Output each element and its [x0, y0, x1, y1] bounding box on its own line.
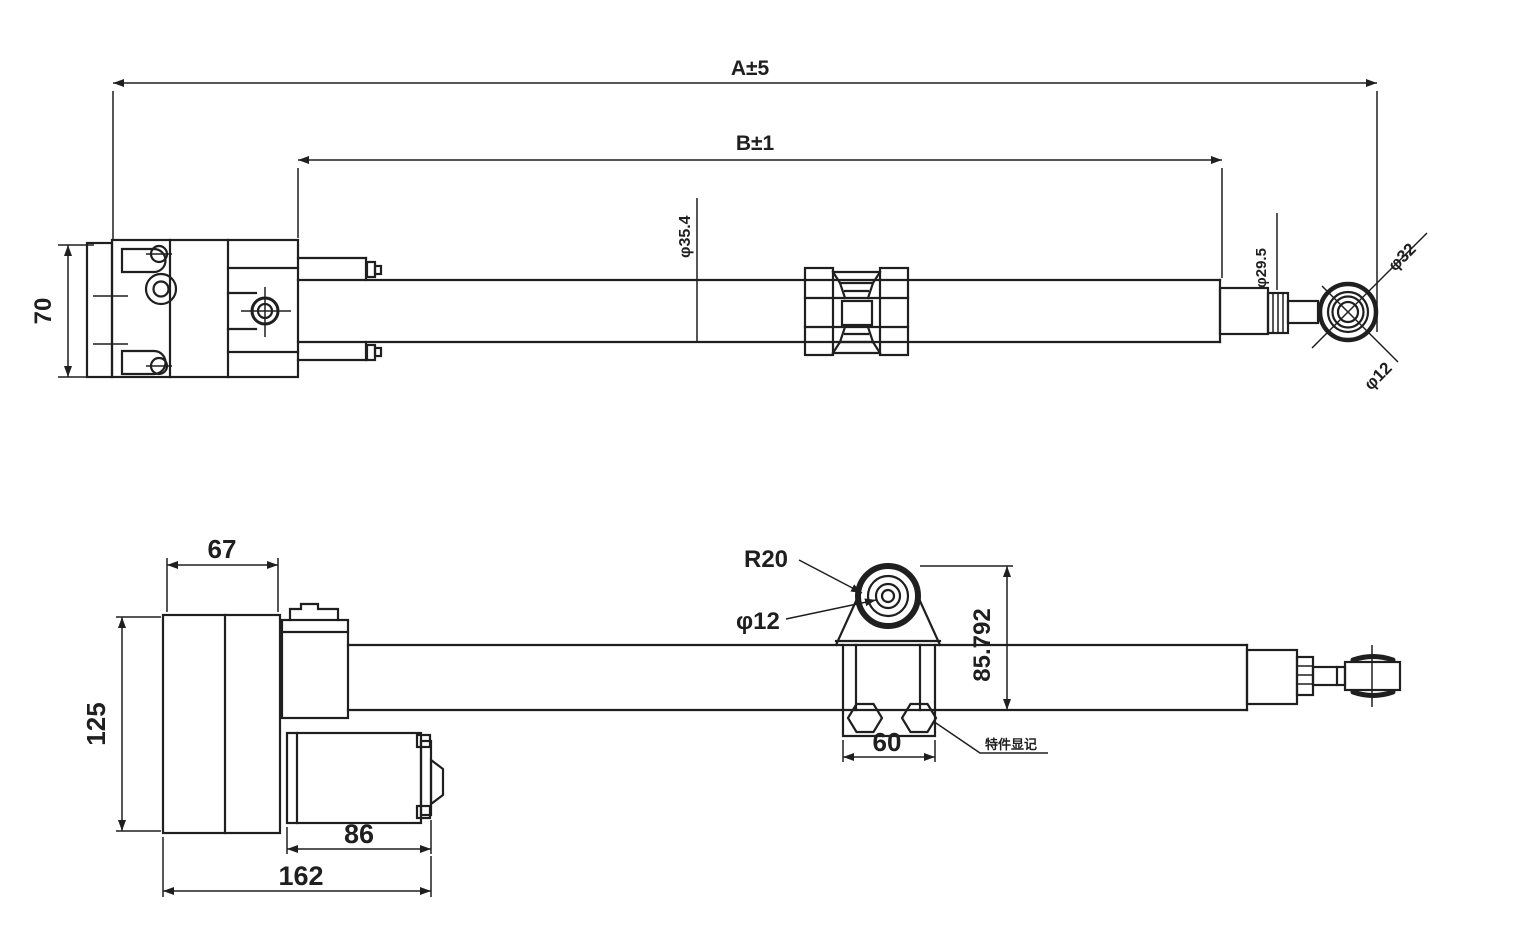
dim-label-retracted-length: B±1: [736, 132, 775, 155]
bracket-gable: [834, 599, 858, 647]
dim-motor-length: 86: [286, 819, 432, 854]
eye-flange: [1350, 689, 1396, 698]
tab-screw-tip: [373, 346, 383, 358]
hex-bolt: [900, 702, 938, 734]
end-cap: [1218, 286, 1270, 336]
dim-label-endcap-diameter: φ29.5: [1253, 248, 1270, 288]
outer-tube: [296, 278, 1222, 344]
leader-diagonal: [1311, 232, 1428, 349]
clamp-step: [838, 325, 875, 344]
motor-cap-tab: [415, 804, 432, 820]
dim-overall-length: A±5: [112, 57, 1378, 332]
dim-retracted-length: B±1: [297, 132, 1223, 278]
leader-line: [932, 720, 1048, 754]
dim-label-bracket-height: 85.792: [969, 608, 996, 681]
motor-body: [285, 731, 423, 825]
dim-bracket-width: 60: [842, 727, 936, 762]
bracket-gable: [918, 599, 942, 647]
rod-end-plan: [1245, 645, 1402, 707]
tube-mounting-tabs: [296, 256, 383, 362]
rod-end-eye-ring: [1326, 290, 1370, 334]
connector-tab: [288, 602, 340, 622]
clamp-step: [838, 281, 875, 300]
eye-flange: [1350, 654, 1396, 663]
dim-bracket-radius: R20: [744, 546, 863, 594]
label-bracket-radius: R20: [744, 546, 788, 573]
rod-end-eye-ring: [1331, 295, 1365, 329]
hex-bolt: [846, 702, 884, 734]
tab-screw: [365, 343, 377, 362]
pivot-boss-ring: [874, 582, 902, 610]
tab-screw: [365, 260, 377, 279]
dim-housing-height: 70: [30, 244, 94, 378]
tube-support-block: [280, 602, 350, 720]
pivot-boss-ring: [866, 574, 910, 618]
housing-slot: [120, 349, 167, 376]
rod-neck: [1311, 665, 1347, 687]
clamp-band: [878, 266, 910, 357]
pivot-hole: [880, 588, 896, 604]
rod-end-eye-hole: [1336, 300, 1360, 324]
motor: [285, 731, 445, 825]
dim-gearbox-width: 67: [166, 534, 279, 612]
dim-label-housing-height: 70: [30, 298, 57, 325]
gearbox: [161, 613, 282, 835]
support-block: [280, 618, 350, 720]
outer-tube-plan: [346, 643, 1249, 712]
rod-end-eye-outer: [1317, 281, 1379, 343]
dim-label-overall-body-length: 162: [278, 861, 323, 891]
dim-gearbox-height: 125: [81, 616, 161, 832]
dim-label-gearbox-width: 67: [208, 534, 237, 564]
leader-diagonal: [1321, 285, 1399, 363]
clamp-band: [803, 266, 835, 357]
clamp-center-block: [840, 299, 874, 327]
gearbox-body: [161, 613, 282, 835]
clamp-step: [831, 340, 882, 355]
dim-label-motor-length: 86: [344, 819, 374, 849]
top-view: A±5 B±1 70: [30, 57, 1428, 394]
mid-clamp: [803, 266, 910, 357]
dim-tube-diameter: φ35.4: [677, 198, 698, 342]
clamp-step: [831, 270, 882, 285]
leader-line: [798, 559, 863, 594]
pivot-boss-outer: [855, 563, 921, 629]
bearing-circle: [144, 272, 178, 306]
dim-bracket-hole: φ12: [736, 598, 877, 635]
housing-outline: [85, 238, 300, 379]
leader-line: [785, 598, 877, 620]
housing-slot: [120, 247, 167, 274]
motor-end-cap: [419, 739, 433, 817]
tab-screw-tip: [373, 264, 383, 276]
dim-label-gearbox-height: 125: [81, 702, 111, 745]
dim-bracket-height: 85.792: [920, 565, 1013, 710]
housing-left-cap: [85, 241, 114, 379]
dim-label-rodend-hole: φ12: [1360, 358, 1395, 393]
thread-section: [1295, 655, 1315, 697]
end-cap: [1245, 648, 1299, 706]
rod-end-assembly: φ32 φ12 φ29.5: [1218, 213, 1428, 394]
dim-overall-body-length: 162: [162, 837, 432, 897]
housing-body: [110, 238, 300, 379]
bracket-annotation: 特件显记: [932, 720, 1048, 754]
dim-label-bracket-width-value: 60: [873, 727, 902, 757]
bearing-circle-inner: [152, 280, 170, 298]
dim-label-overall-length: A±5: [731, 57, 770, 80]
motor-terminal-cover: [429, 757, 445, 807]
note-label: 特件显记: [985, 737, 1037, 752]
bottom-view: 67 125: [81, 534, 1402, 897]
dim-label-tube-diameter: φ35.4: [677, 215, 694, 258]
rod-neck: [1286, 299, 1320, 325]
label-bracket-hole: φ12: [736, 608, 780, 635]
